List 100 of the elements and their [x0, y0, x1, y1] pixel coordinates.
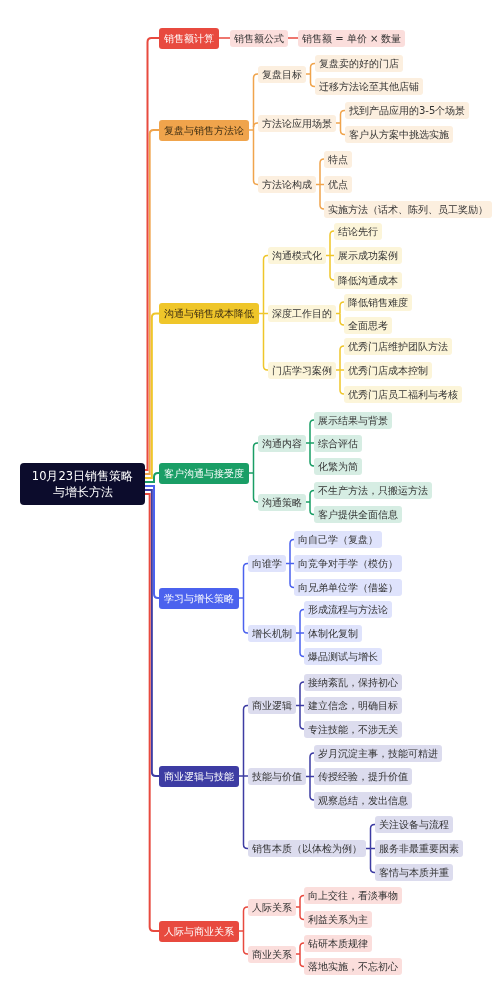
subtopic: 人际关系 [248, 898, 296, 916]
connector-line [299, 906, 305, 921]
connector-line [335, 312, 341, 315]
leaf-topic: 利益关系为主 [304, 911, 372, 928]
main-topic: 客户沟通与接受度 [159, 462, 249, 484]
connector-line [369, 847, 376, 874]
leaf-topic: 接纳紊乱，保持初心 [304, 673, 402, 691]
leaf-topic: 向竞争对手学（模仿） [294, 555, 402, 572]
connector-line [299, 953, 305, 968]
connector-line [339, 301, 345, 315]
leaf-topic: 观察总结，发出信息 [314, 791, 412, 809]
subtopic: 沟通策略 [258, 493, 306, 511]
subtopic: 沟通内容 [258, 434, 306, 452]
leaf-topic: 优秀门店成本控制 [344, 361, 432, 379]
leaf-topic: 找到产品应用的3-5个场景 [345, 102, 470, 119]
connector-line [295, 906, 301, 908]
connector-line [252, 73, 259, 128]
connector-line [144, 129, 160, 475]
leaf-topic: 客情与本质并重 [375, 864, 453, 881]
main-topic: 销售额计算 [159, 27, 219, 49]
connector-line [305, 73, 312, 75]
connector-line [262, 312, 269, 315]
leaf-topic: 落地实施，不忘初心 [304, 958, 402, 975]
connector-line [238, 930, 245, 932]
connector-line [242, 930, 249, 955]
connector-line [299, 632, 305, 634]
leaf-topic: 爆品测试与增长 [304, 648, 382, 665]
leaf-topic: 展示结果与背景 [314, 411, 392, 429]
leaf-topic: 迁移方法论至其他店铺 [315, 78, 423, 95]
connector-line [289, 538, 295, 565]
connector-line [285, 562, 291, 565]
connector-line [248, 472, 255, 474]
leaf-topic: 优秀门店维护团队方法 [344, 337, 452, 355]
leaf-topic: 销售额 = 单价 × 数量 [298, 29, 406, 47]
connector-line [299, 632, 305, 658]
connector-line [319, 183, 325, 186]
connector-line [262, 312, 269, 371]
leaf-topic: 建立信念，明确目标 [304, 697, 402, 714]
connector-line [144, 312, 160, 479]
connector-line [369, 847, 376, 850]
subtopic: 增长机制 [248, 624, 296, 642]
subtopic: 深度工作目的 [268, 305, 336, 322]
leaf-topic: 客户从方案中挑选实施 [345, 126, 453, 143]
connector-line [144, 472, 160, 483]
connector-line [339, 369, 345, 395]
leaf-topic: 优秀门店员工福利与考核 [344, 385, 462, 403]
leaf-topic: 全面思考 [344, 316, 392, 334]
main-topic: 复盘与销售方法论 [159, 119, 249, 141]
connector-line [242, 704, 249, 777]
main-topic: 商业逻辑与技能 [159, 765, 239, 787]
connector-line [242, 775, 249, 777]
connector-line [295, 704, 301, 707]
connector-line [252, 126, 255, 131]
connector-line [309, 442, 315, 467]
connector-line [144, 37, 160, 471]
leaf-topic: 降低沟通成本 [334, 271, 402, 289]
leaf-topic: 形成流程与方法论 [304, 601, 392, 618]
connector-line [295, 632, 301, 634]
leaf-topic: 传授经验，提升价值 [314, 768, 412, 785]
connector-line [339, 369, 345, 371]
leaf-topic: 复盘卖的好的门店 [315, 55, 403, 72]
connector-line [305, 775, 311, 778]
connector-line [248, 129, 255, 131]
connector-line [242, 775, 249, 850]
connector-line [325, 254, 331, 257]
leaf-topic: 专注技能，不涉无关 [304, 720, 402, 738]
subtopic: 门店学习案例 [268, 361, 336, 379]
leaf-topic: 关注设备与流程 [375, 816, 453, 833]
connector-line [309, 775, 315, 801]
connector-line [305, 442, 311, 444]
connector-line [144, 489, 160, 777]
subtopic: 沟通模式化 [268, 247, 326, 264]
leaf-topic: 综合评估 [314, 434, 362, 452]
leaf-topic: 钻研本质规律 [304, 934, 372, 952]
leaf-topic: 向自己学（复盘） [294, 531, 382, 548]
connector-line [242, 906, 249, 932]
connector-line [329, 254, 335, 257]
connector-line [319, 183, 325, 210]
central-topic: 10月23日销售策略与增长方法 [20, 463, 145, 505]
leaf-topic: 优点 [324, 176, 352, 193]
connector-line [242, 562, 249, 599]
connector-line [369, 823, 376, 850]
subtopic: 销售额公式 [230, 29, 288, 47]
connector-line [258, 312, 265, 315]
leaf-topic: 结论先行 [334, 222, 382, 240]
connector-line [299, 704, 305, 707]
subtopic: 商业关系 [248, 945, 296, 963]
connector-line [144, 493, 160, 932]
connector-line [289, 562, 295, 589]
connector-line [299, 608, 305, 634]
connector-line [299, 681, 305, 707]
connector-line [287, 37, 299, 39]
main-topic: 学习与增长策略 [159, 587, 239, 609]
connector-line [329, 230, 335, 257]
leaf-topic: 展示成功案例 [334, 247, 402, 264]
connector-line [329, 254, 335, 281]
subtopic: 方法论应用场景 [258, 114, 336, 132]
subtopic: 向谁学 [248, 555, 286, 572]
connector-line [309, 501, 315, 516]
leaf-topic: 向兄弟单位学（借鉴） [294, 579, 402, 596]
